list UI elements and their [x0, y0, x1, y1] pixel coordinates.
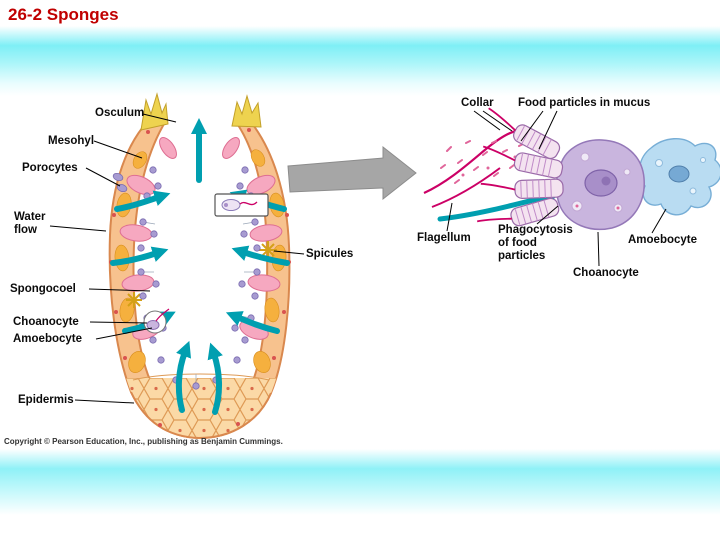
label-spicules: Spicules [306, 248, 354, 260]
choanocyte-closeup [423, 107, 720, 231]
label-amoebocyte-right: Amoebocyte [628, 234, 698, 246]
label-choanocyte: Choanocyte [13, 316, 79, 328]
label-phagocytosis: Phagocytosis of food particles [498, 224, 573, 262]
radial-canals [119, 137, 283, 340]
spicule-asterisks [126, 241, 277, 308]
copyright-text: Copyright © Pearson Education, Inc., pub… [4, 437, 283, 446]
inset-cell-box [214, 193, 269, 217]
choanocyte-cell-body [555, 139, 645, 231]
sponge-body-wall [108, 114, 291, 440]
flagellum-curves [423, 129, 517, 208]
epidermis-hex-pattern [109, 373, 290, 438]
amoebocyte-cell [638, 138, 720, 216]
label-spongocoel: Spongocoel [10, 283, 76, 295]
water-flow-arrow-closeup [437, 189, 561, 222]
food-particles-in-mucus [440, 140, 532, 184]
collar-cells [476, 107, 564, 227]
label-collar: Collar [461, 97, 494, 109]
sponge-cross-section [108, 92, 291, 440]
mesohyl-blobs [114, 149, 287, 373]
label-osculum: Osculum [95, 107, 145, 119]
top-gradient-band [0, 26, 720, 96]
label-mesohyl: Mesohyl [48, 135, 95, 147]
amoebocyte-nucleus [668, 165, 690, 183]
label-epidermis: Epidermis [18, 394, 74, 406]
choanocyte-nucleus [584, 169, 618, 197]
label-food-particles: Food particles in mucus [518, 97, 651, 109]
label-flagellum: Flagellum [417, 232, 471, 244]
porocyte-cell [112, 172, 124, 182]
label-amoebocyte: Amoebocyte [13, 333, 83, 345]
zoom-arrow [287, 145, 417, 201]
surface-cells [109, 128, 291, 427]
water-flow-arrows [110, 118, 290, 415]
slide-title: 26-2 Sponges [8, 5, 119, 24]
choanocyte-cells [112, 166, 261, 390]
choanocyte-flagella-lines [141, 195, 257, 386]
bottom-gradient-band [0, 449, 720, 515]
label-water-flow: Water flow [14, 211, 46, 236]
porocyte-cell [116, 183, 128, 193]
cell-detail-circle [143, 308, 170, 334]
label-choanocyte-right: Choanocyte [573, 267, 639, 279]
label-porocytes: Porocytes [22, 162, 78, 174]
osculum-spicules [140, 92, 262, 131]
